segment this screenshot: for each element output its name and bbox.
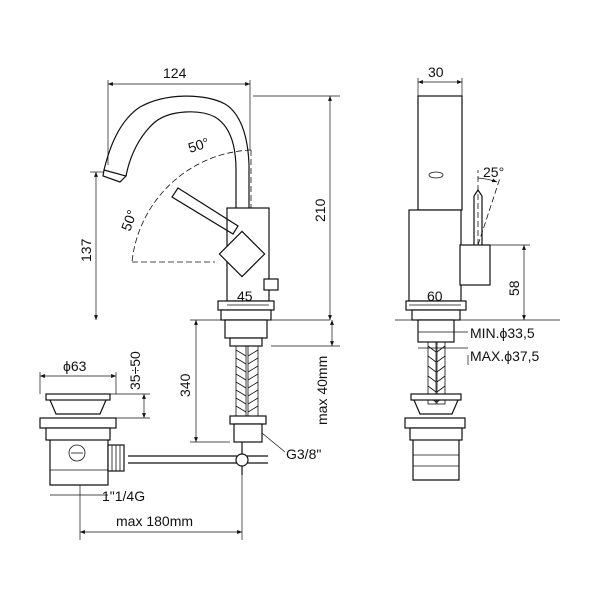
side-lever <box>459 244 491 286</box>
hole-max: MAX.ϕ37,5 <box>470 348 540 364</box>
angle-handle: 50° <box>118 208 140 233</box>
pop-up-waste: ϕ63 35÷50 1"1/4G max 180mm <box>39 351 243 540</box>
angle-lever: 25° <box>483 164 504 180</box>
lever-knob <box>218 230 266 278</box>
dim-lever-height: 58 <box>506 280 522 296</box>
front-view: 124 50° 50° 210 137 45 340 max 40mm G3/8… <box>78 65 340 475</box>
connection-label: G3/8" <box>286 446 321 462</box>
lever <box>171 187 239 235</box>
dim-total-height: 210 <box>312 198 328 222</box>
angle-spout: 50° <box>186 134 211 156</box>
hole-min: MIN.ϕ33,5 <box>470 325 535 341</box>
spout <box>103 95 250 208</box>
dim-top-width: 30 <box>428 64 444 80</box>
side-body <box>408 209 462 302</box>
waste-max-length: max 180mm <box>116 513 193 529</box>
handle-swing-arc <box>131 149 252 263</box>
side-view: 25° 30 60 58 MIN.ϕ33,5 MAX.ϕ37,5 <box>395 64 560 481</box>
waste-stroke: 35÷50 <box>127 351 143 390</box>
dim-max-deck: max 40mm <box>314 356 330 425</box>
dim-below-deck: 340 <box>177 373 193 397</box>
dim-width-top: 124 <box>163 65 187 81</box>
dim-body-width: 45 <box>237 288 253 304</box>
flexible-hose <box>235 345 259 417</box>
waste-thread: 1"1/4G <box>102 488 145 504</box>
dim-spout-height: 137 <box>78 238 94 262</box>
dim-side-body: 60 <box>427 288 443 304</box>
waste-diameter: ϕ63 <box>63 358 87 374</box>
